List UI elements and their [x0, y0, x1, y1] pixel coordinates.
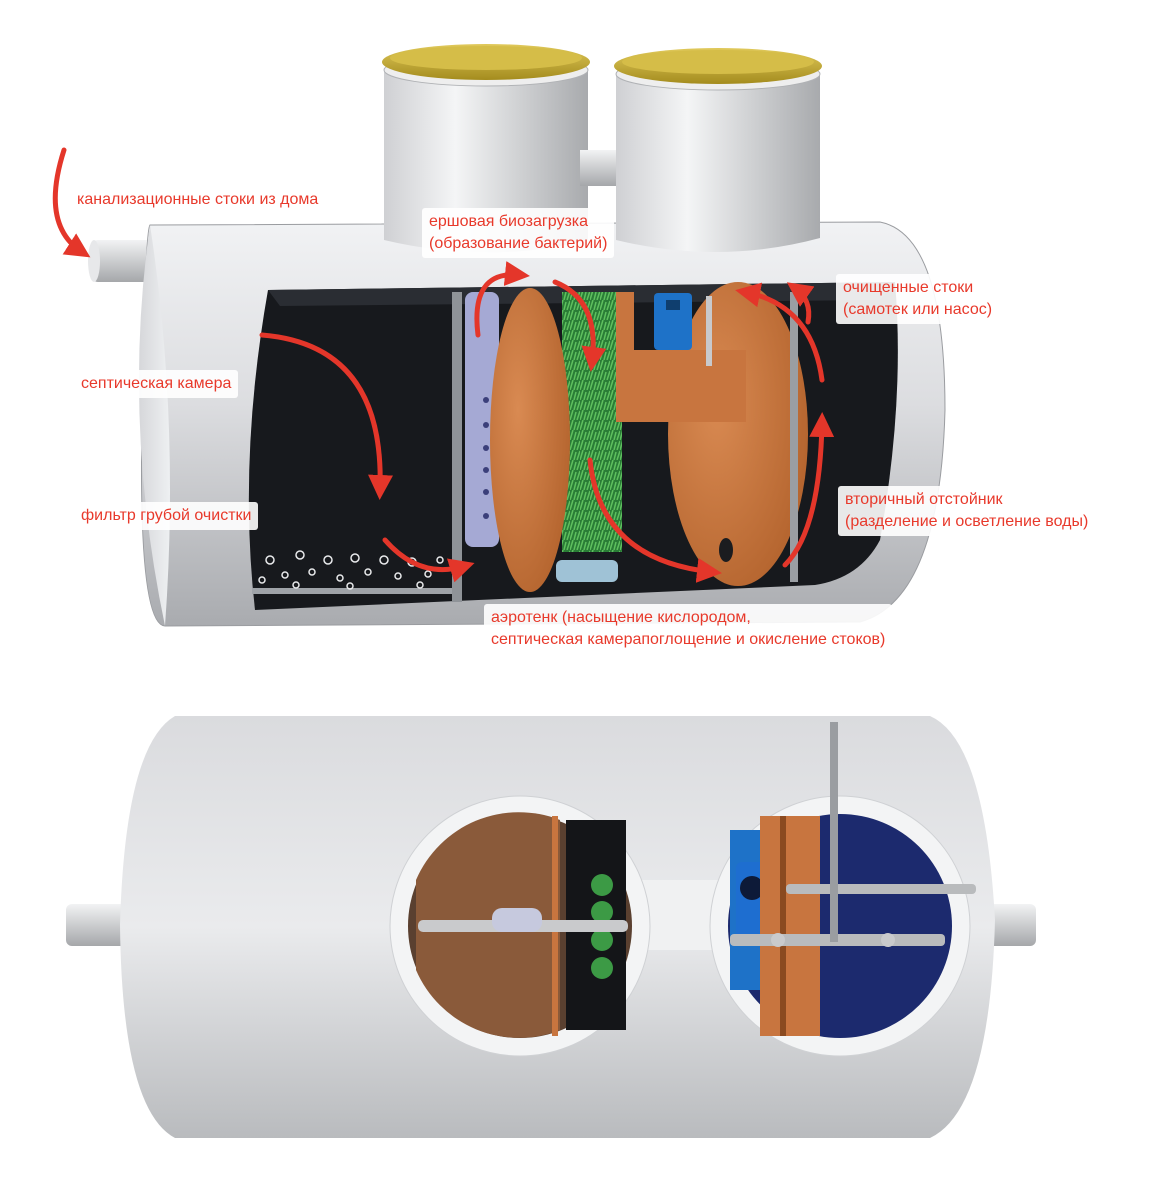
biomedia-label: ершовая биозагрузка (образование бактери… — [422, 208, 615, 258]
aerotank-label: аэротенк (насыщение кислородом, септичес… — [484, 604, 893, 654]
vertical-pipe — [830, 722, 838, 942]
riser-right — [614, 48, 822, 253]
outflow-label: очищенные стоки (самотек или насос) — [836, 274, 1000, 324]
secondary-clarifier-label: вторичный отстойник (разделение и осветл… — [838, 486, 1096, 536]
inlet-pipe — [92, 240, 156, 282]
airlift-holes — [483, 397, 489, 519]
secondary-clarifier-wall — [790, 292, 798, 582]
cutaway-tank — [88, 44, 946, 627]
red-curved-arrow-icon — [52, 147, 835, 583]
air-bubbles-icon — [258, 550, 444, 590]
partition-disc-1 — [490, 288, 570, 592]
top-view-tank — [66, 716, 1036, 1138]
airlift-tube — [465, 292, 499, 547]
aerator-tube — [556, 560, 618, 582]
partition-wall — [452, 292, 462, 602]
outlet-pipe-left — [66, 904, 136, 946]
septic-chamber-label: септическая камера — [74, 370, 239, 398]
coarse-filter-plate — [252, 588, 457, 594]
coarse-filter-label: фильтр грубой очистки — [74, 502, 259, 530]
pump-housing — [616, 350, 746, 422]
submersible-pump-icon — [654, 293, 692, 350]
inflow-label: канализационные стоки из дома — [70, 186, 326, 214]
riser-left — [382, 44, 590, 253]
